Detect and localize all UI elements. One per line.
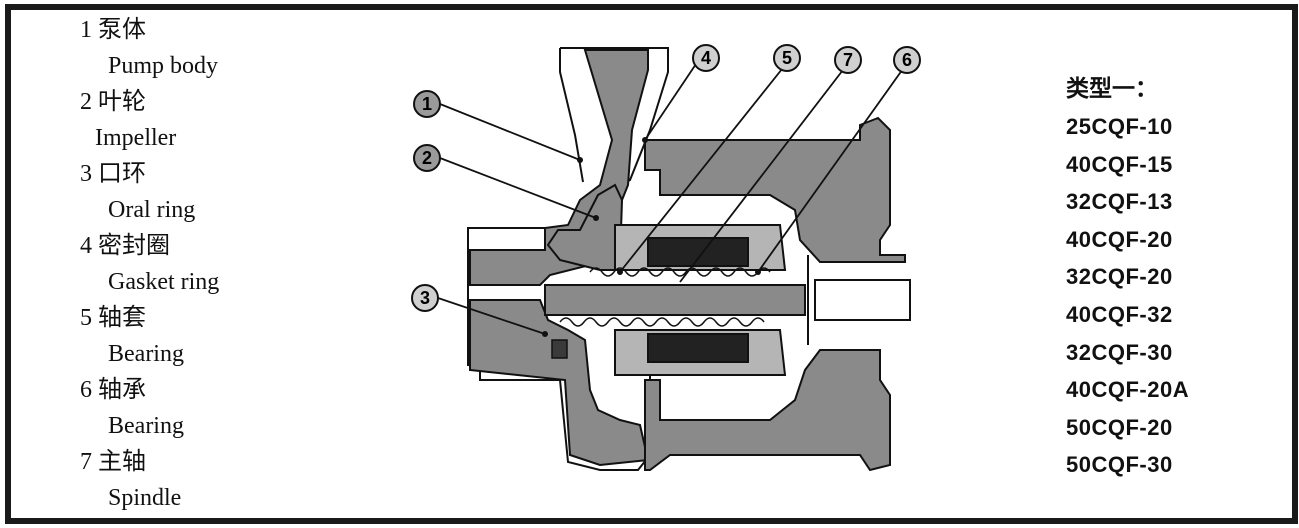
inner-magnet-top bbox=[647, 237, 749, 267]
leader-line-7 bbox=[679, 65, 847, 283]
callout-label: 6 bbox=[902, 50, 912, 70]
casing-shell bbox=[644, 116, 906, 263]
callout-label: 1 bbox=[422, 94, 432, 114]
legend-num: 2 bbox=[80, 89, 92, 115]
legend-en: Spindle bbox=[108, 485, 182, 511]
legend-en: Oral ring bbox=[108, 197, 196, 223]
inlet-pipe-outline bbox=[467, 47, 669, 471]
callout-5: 5 bbox=[773, 44, 801, 72]
legend-en: Impeller bbox=[95, 125, 177, 151]
legend-item-5: 5 轴套 Bearing bbox=[77, 300, 317, 372]
leader-line-1 bbox=[439, 103, 581, 161]
callout-label: 3 bbox=[420, 288, 430, 308]
legend-zh: 密封圈 bbox=[98, 233, 170, 259]
pump-body-lower bbox=[469, 299, 650, 467]
callout-label: 5 bbox=[782, 48, 792, 68]
callout-label: 7 bbox=[843, 50, 853, 70]
legend-item-2: 2 叶轮 Impeller bbox=[77, 84, 317, 156]
legend-en: Gasket ring bbox=[108, 269, 220, 295]
legend-en: Bearing bbox=[108, 413, 184, 439]
legend-item-3: 3 口环 Oral ring bbox=[77, 156, 317, 228]
callout-label: 4 bbox=[701, 48, 711, 68]
legend-num: 6 bbox=[80, 377, 92, 403]
model-item: 40CQF-20 bbox=[1066, 226, 1173, 252]
callout-7: 7 bbox=[834, 46, 862, 74]
model-list-title: 类型一： bbox=[1066, 75, 1158, 101]
model-item: 25CQF-10 bbox=[1066, 114, 1173, 139]
model-item: 32CQF-20 bbox=[1066, 264, 1173, 290]
model-item: 40CQF-20A bbox=[1066, 377, 1190, 403]
callout-6: 6 bbox=[893, 46, 921, 74]
model-list: 类型一： 25CQF-10 40CQF-15 32CQF-13 40CQF-20… bbox=[1066, 68, 1189, 484]
legend-zh: 叶轮 bbox=[98, 89, 146, 115]
legend-num: 5 bbox=[80, 305, 92, 331]
drive-shaft bbox=[814, 279, 911, 321]
legend-item-1: 1 泵体 Pump body bbox=[77, 12, 317, 84]
legend-item-4: 4 密封圈 Gasket ring bbox=[77, 228, 317, 300]
legend-zh: 泵体 bbox=[98, 17, 146, 43]
legend-item-7: 7 主轴 Spindle bbox=[77, 444, 317, 516]
legend-zh: 口环 bbox=[98, 161, 146, 187]
model-item: 40CQF-32 bbox=[1066, 301, 1173, 327]
model-item: 32CQF-13 bbox=[1066, 189, 1173, 215]
leader-line-6 bbox=[757, 65, 906, 273]
parts-legend: 1 泵体 Pump body 2 叶轮 Impeller 3 口环 Oral r… bbox=[77, 12, 317, 516]
leader-line-5 bbox=[619, 63, 787, 273]
callout-3: 3 bbox=[411, 284, 439, 312]
leader-line-4 bbox=[644, 63, 697, 141]
spindle bbox=[544, 284, 806, 316]
legend-item-6: 6 轴承 Bearing bbox=[77, 372, 317, 444]
legend-num: 3 bbox=[80, 161, 92, 187]
leader-line-2 bbox=[439, 157, 597, 219]
oral-ring bbox=[551, 339, 568, 359]
inner-magnet-bottom bbox=[647, 333, 749, 363]
model-item: 50CQF-20 bbox=[1066, 414, 1173, 440]
legend-num: 4 bbox=[80, 233, 92, 259]
callout-label: 2 bbox=[422, 148, 432, 168]
callout-2: 2 bbox=[413, 144, 441, 172]
legend-num: 7 bbox=[80, 449, 92, 475]
pump-body-shape bbox=[469, 49, 649, 286]
legend-en: Bearing bbox=[108, 341, 184, 367]
legend-zh: 主轴 bbox=[98, 449, 146, 475]
leader-line-3 bbox=[437, 297, 546, 335]
legend-zh: 轴套 bbox=[98, 305, 146, 331]
model-item: 40CQF-15 bbox=[1066, 151, 1173, 177]
callout-4: 4 bbox=[692, 44, 720, 72]
model-item: 50CQF-30 bbox=[1066, 452, 1173, 478]
seal-coil bbox=[559, 267, 771, 327]
casing-shell-lower bbox=[644, 349, 891, 472]
callout-1: 1 bbox=[413, 90, 441, 118]
legend-zh: 轴承 bbox=[98, 377, 146, 403]
legend-num: 1 bbox=[80, 17, 92, 43]
legend-en: Pump body bbox=[108, 53, 219, 79]
model-item: 32CQF-30 bbox=[1066, 339, 1173, 365]
